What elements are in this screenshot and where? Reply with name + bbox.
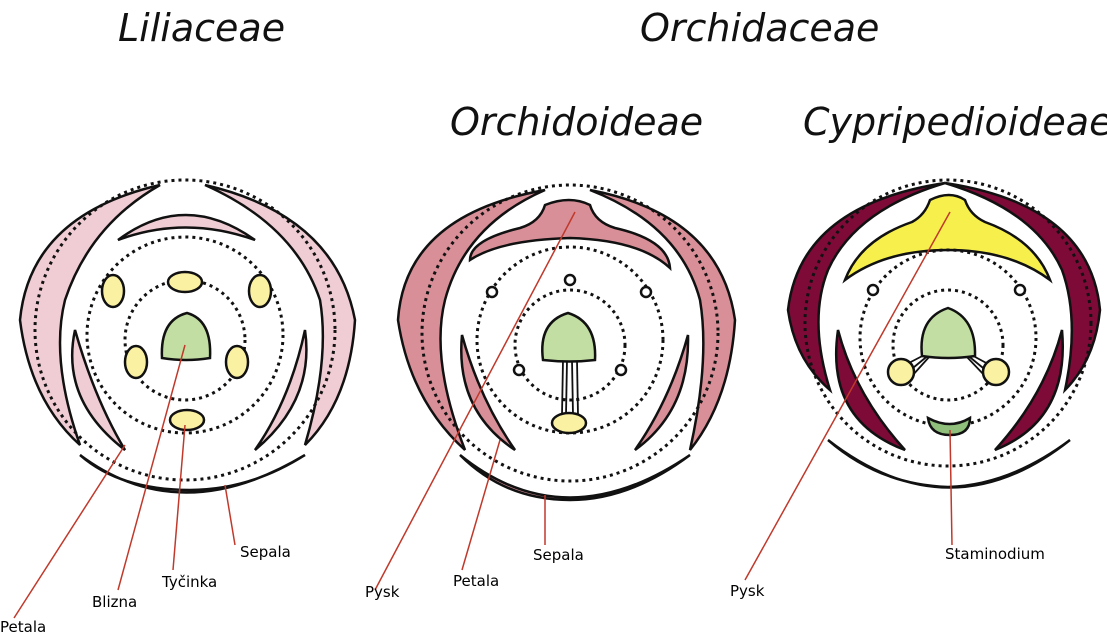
- staminode-vestige: [514, 365, 524, 375]
- filament: [577, 360, 578, 415]
- stigma: [162, 313, 210, 360]
- stamen: [888, 359, 914, 385]
- stamen: [983, 359, 1009, 385]
- label-lili-blizna: Blizna: [92, 593, 137, 611]
- label-cyp-pysk: Pysk: [730, 582, 764, 600]
- staminode-vestige: [1015, 285, 1025, 295]
- petal-right: [635, 335, 688, 450]
- label-cyp-staminodium: Staminodium: [945, 545, 1045, 563]
- label-orch-sepala: Sepala: [533, 546, 584, 564]
- stigma: [542, 313, 595, 362]
- stamen: [125, 346, 147, 378]
- stamen: [102, 275, 124, 307]
- staminode-vestige: [868, 285, 878, 295]
- label-lili-petala: Petala: [0, 618, 46, 636]
- petal-left: [836, 330, 905, 450]
- filament: [566, 360, 567, 415]
- stamen: [168, 272, 202, 292]
- stamen: [552, 413, 586, 433]
- filament: [562, 360, 563, 415]
- petal-left: [461, 335, 515, 450]
- label-orch-pysk: Pysk: [365, 583, 399, 601]
- leader-line-pysk: [745, 212, 950, 580]
- leader-line-tycinka: [173, 425, 185, 570]
- stamen: [249, 275, 271, 307]
- petal-left: [72, 330, 125, 450]
- staminode-vestige: [565, 275, 575, 285]
- staminode-vestige: [641, 287, 651, 297]
- petal-right: [255, 330, 306, 450]
- label-lili-sepala: Sepala: [240, 543, 291, 561]
- label-lili-tycinka: Tyčinka: [162, 573, 217, 591]
- staminodium: [928, 418, 970, 435]
- diagram-cypripedioideae: [745, 180, 1100, 580]
- stamen: [226, 346, 248, 378]
- staminode-vestige: [487, 287, 497, 297]
- diagram-orchidoideae: [375, 185, 735, 590]
- stigma: [922, 308, 976, 358]
- sepal-bottom-fused: [828, 440, 1070, 488]
- label-orch-petala: Petala: [453, 572, 499, 590]
- leader-line-staminodium: [950, 430, 952, 545]
- petal-right: [995, 330, 1063, 450]
- leader-line-sepala: [225, 485, 235, 545]
- staminode-vestige: [616, 365, 626, 375]
- filament: [572, 360, 573, 415]
- diagram-liliaceae: [14, 180, 355, 618]
- stamen: [170, 410, 204, 430]
